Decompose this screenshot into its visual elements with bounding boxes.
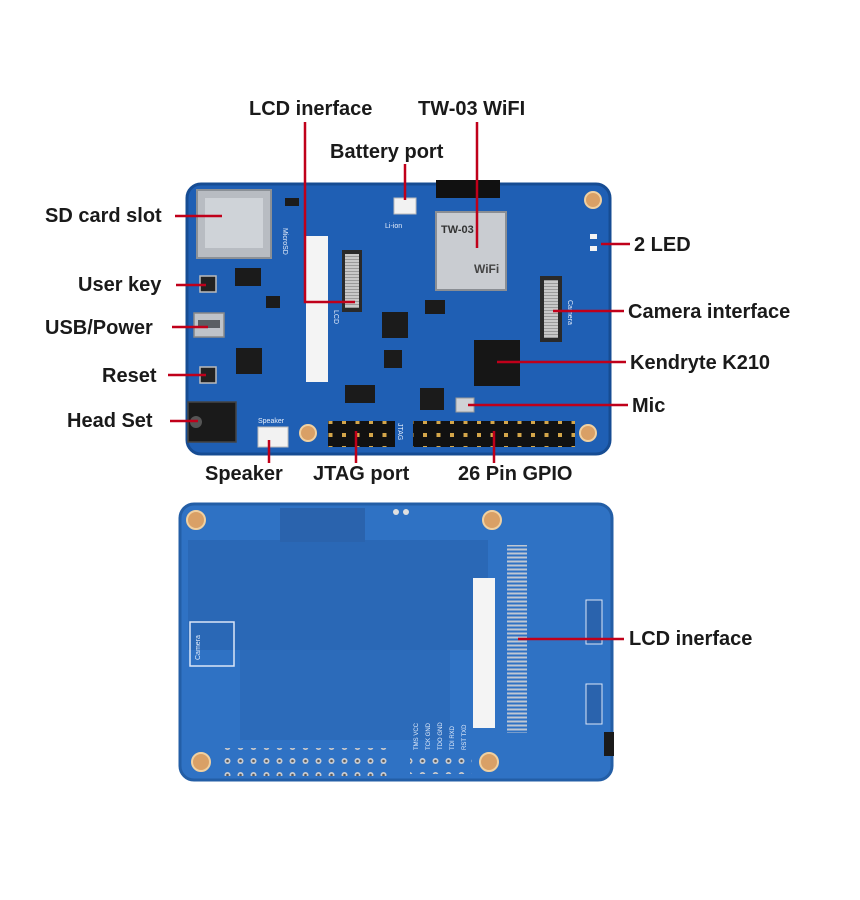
- silk-li-ion: Li-ion: [385, 223, 402, 230]
- leader-lcd-interface: [303, 122, 355, 304]
- label-26-pin-gpio: 26 Pin GPIO: [458, 463, 573, 485]
- via: [393, 509, 399, 515]
- chip: [420, 388, 444, 410]
- silk-jtag: JTAG: [396, 423, 403, 440]
- usb-power-port-opening: [198, 320, 220, 328]
- chip: [235, 268, 261, 286]
- leader-lines-top: [168, 122, 630, 463]
- silk-pins-row5: RST TXD: [462, 724, 468, 750]
- label-lcd-interface: LCD inerface: [249, 98, 373, 120]
- top-board: MicroSD LCD Li-ion TW-03 WiFi: [185, 180, 612, 456]
- back-jtag-pins: [410, 752, 472, 774]
- label-back-lcd-interface: LCD inerface: [629, 628, 753, 650]
- camera-outline: [189, 621, 235, 667]
- label-mic: Mic: [632, 395, 666, 417]
- mounting-hole: [191, 752, 211, 772]
- label-head-set: Head Set: [67, 410, 153, 432]
- label-sd-card-slot: SD card slot: [45, 205, 162, 227]
- label-camera-interface: Camera interface: [628, 301, 791, 323]
- chip: [384, 350, 402, 368]
- speaker-port: [257, 426, 289, 448]
- lcd-white-strip: [306, 236, 328, 382]
- wifi-header: [436, 180, 500, 198]
- label-speaker: Speaker: [205, 463, 283, 485]
- mounting-hole: [579, 424, 597, 442]
- wifi-module: [435, 211, 507, 291]
- label-2-led: 2 LED: [634, 234, 691, 256]
- label-tw03-wifi: TW-03 WiFI: [418, 98, 526, 120]
- silk-wifi-module: TW-03: [441, 224, 474, 236]
- label-user-key: User key: [78, 274, 162, 296]
- silk-speaker: Speaker: [258, 418, 285, 425]
- bottom-board: Camera TMS VCC TCK GND TDO GND TDI RXD R…: [178, 502, 614, 782]
- silk-camera: Camera: [566, 300, 573, 325]
- label-usb-power: USB/Power: [45, 317, 153, 339]
- mounting-hole: [584, 191, 602, 209]
- mounting-hole: [479, 752, 499, 772]
- top-board-pcb-shade: [185, 182, 612, 456]
- right-edge-component: [585, 599, 603, 645]
- jtag-silkscreen: TMS VCC TCK GND TDO GND TDI RXD RST TXD: [414, 722, 468, 750]
- trace-area: [240, 650, 450, 740]
- camera-fpc-pins: [544, 280, 558, 338]
- mounting-hole: [482, 510, 502, 530]
- right-edge-jack: [604, 732, 614, 756]
- chip: [425, 300, 445, 314]
- trace-block: [280, 508, 365, 542]
- right-edge-component: [585, 683, 603, 725]
- battery-port: [393, 197, 417, 215]
- label-kendryte-k210: Kendryte K210: [630, 352, 771, 374]
- trace-area: [188, 540, 488, 650]
- mounting-hole: [299, 424, 317, 442]
- label-reset: Reset: [102, 365, 157, 387]
- back-white-strip: [473, 578, 495, 728]
- label-jtag-port: JTAG port: [313, 463, 410, 485]
- bottom-board-pcb-shade: [178, 502, 614, 782]
- led: [590, 234, 597, 239]
- silk-camera-back: Camera: [195, 635, 202, 660]
- chip: [382, 312, 408, 338]
- lcd-fpc-pins: [345, 254, 359, 308]
- mounting-hole: [186, 510, 206, 530]
- chip: [266, 296, 280, 308]
- sd-card-slot-inner: [205, 198, 263, 248]
- silk-pins-row2: TCK GND: [426, 722, 432, 750]
- silk-wifi-mark: WiFi: [474, 262, 499, 276]
- label-battery-port: Battery port: [330, 141, 444, 163]
- silk-lcd: LCD: [332, 310, 339, 324]
- silk-pins-row3: TDO GND: [438, 722, 444, 750]
- silk-pins-row1: TMS VCC: [414, 722, 420, 750]
- led: [590, 246, 597, 251]
- silk-microsd: MicroSD: [281, 228, 288, 255]
- silk-pins-row4: TDI RXD: [450, 725, 456, 750]
- chip: [236, 348, 262, 374]
- via: [403, 509, 409, 515]
- chip: [345, 385, 375, 403]
- jtag-header: [328, 421, 395, 447]
- chip: [285, 198, 299, 206]
- back-gpio-pins: [218, 748, 388, 776]
